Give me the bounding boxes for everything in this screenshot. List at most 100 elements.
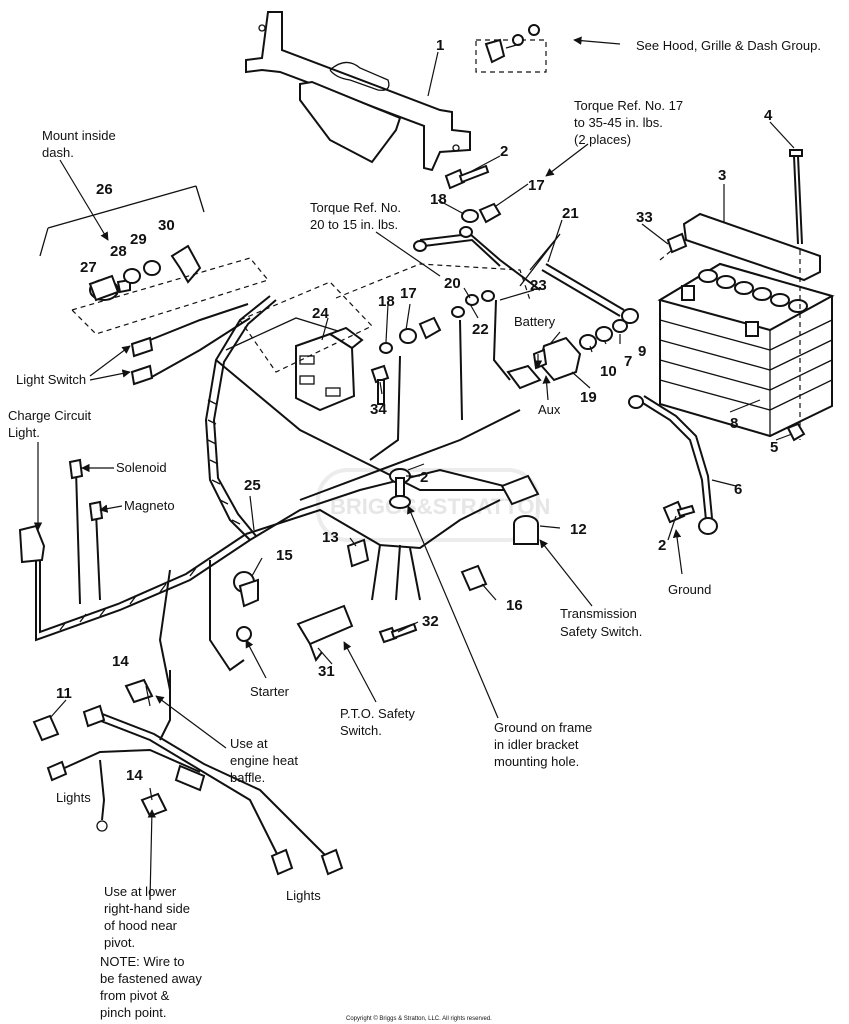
nuts-mid — [370, 316, 442, 405]
diagram-notes: See Hood, Grille & Dash Group. Torque Re… — [8, 38, 821, 1020]
callout-1: 1 — [436, 37, 444, 54]
callout-2: 2 — [500, 143, 508, 160]
battery-cables — [335, 226, 561, 461]
light-switch-label: Light Switch — [16, 372, 86, 387]
harness-plug — [500, 474, 540, 506]
solenoid-label: Solenoid — [116, 460, 167, 475]
callout-20: 20 — [444, 275, 461, 292]
callout-19: 19 — [580, 389, 597, 406]
callout-13: 13 — [322, 529, 339, 546]
callout-10: 10 — [600, 363, 617, 380]
starter-label: Starter — [250, 684, 290, 699]
mount-dash-note-line2: dash. — [42, 145, 74, 160]
callout-6: 6 — [734, 481, 742, 498]
engine-heat-label-line1: Use at — [230, 736, 268, 751]
clip-14-upper — [124, 678, 154, 704]
ground-frame-label-line3: mounting hole. — [494, 754, 579, 769]
torque-17-note-line1: Torque Ref. No. 17 — [574, 98, 683, 113]
charge-circuit-label-line2: Light. — [8, 425, 40, 440]
callout-33: 33 — [636, 209, 653, 226]
copyright-notice: Copyright © Briggs & Stratton, LLC. All … — [346, 1015, 492, 1022]
lower-hood-label-line2: right-hand side — [104, 901, 190, 916]
transmission-label-line2: Safety Switch. — [560, 624, 642, 639]
rod-nut — [786, 422, 806, 442]
pto-label-line1: P.T.O. Safety — [340, 706, 415, 721]
starter-terminal — [236, 626, 252, 642]
callout-32: 32 — [422, 613, 439, 630]
battery-label: Battery — [514, 314, 556, 329]
charge-circuit-label-line1: Charge Circuit — [8, 408, 91, 423]
mount-dash-note-line1: Mount inside — [42, 128, 116, 143]
callout-25: 25 — [244, 477, 261, 494]
lights-label-left: Lights — [56, 790, 91, 805]
nut-17-18-top — [461, 202, 502, 224]
clip-11 — [32, 714, 60, 742]
callout-2: 2 — [420, 469, 428, 486]
callout-11: 11 — [56, 685, 72, 702]
callout-16: 16 — [506, 597, 523, 614]
callout-18: 18 — [430, 191, 447, 208]
callout-22: 22 — [472, 321, 489, 338]
callout-23: 23 — [530, 277, 547, 294]
ground-label: Ground — [668, 582, 711, 597]
wire-note-line2: be fastened away — [100, 971, 202, 986]
bolt-33 — [666, 232, 688, 254]
callout-31: 31 — [318, 663, 335, 680]
lower-hood-label-line3: of hood near — [104, 918, 178, 933]
engine-heat-label-line2: engine heat — [230, 753, 298, 768]
callout-3: 3 — [718, 167, 726, 184]
engine-heat-label-line3: baffle. — [230, 770, 265, 785]
callout-17: 17 — [528, 177, 545, 194]
callout-17: 17 — [400, 285, 417, 302]
solenoid-connector — [68, 458, 84, 480]
see-hood-note: See Hood, Grille & Dash Group. — [636, 38, 821, 53]
magneto-label: Magneto — [124, 498, 175, 513]
callout-34: 34 — [370, 401, 387, 418]
clip-13 — [346, 538, 370, 568]
grommet-15 — [233, 571, 259, 608]
callout-4: 4 — [764, 107, 773, 124]
lights-label-bottom: Lights — [286, 888, 321, 903]
ground-bolt — [662, 500, 696, 524]
callout-7: 7 — [624, 353, 632, 370]
callout-26: 26 — [96, 181, 113, 198]
bolt-2-middle — [389, 468, 411, 509]
aux-label: Aux — [538, 402, 561, 417]
callout-27: 27 — [80, 259, 97, 276]
light-switch-terminals — [130, 336, 154, 386]
callout-29: 29 — [130, 231, 147, 248]
solenoid — [239, 281, 374, 412]
hold-down-rod — [789, 149, 803, 440]
lower-hood-label-line4: pivot. — [104, 935, 135, 950]
pto-safety-switch — [296, 604, 354, 663]
callout-14: 14 — [126, 767, 143, 784]
transmission-label-line1: Transmission — [560, 606, 637, 621]
callout-18: 18 — [378, 293, 395, 310]
transmission-safety-switch — [513, 515, 539, 545]
hood-group-parts — [475, 24, 547, 73]
magneto-connector — [88, 500, 104, 522]
leader-lines — [33, 36, 795, 901]
callout-21: 21 — [562, 205, 579, 222]
ground-frame-label-line1: Ground on frame — [494, 720, 592, 735]
light-switch-assembly — [39, 185, 270, 335]
torque-17-note-line2: to 35-45 in. lbs. — [574, 115, 663, 130]
battery-hold-down — [659, 212, 821, 282]
callout-14: 14 — [112, 653, 129, 670]
torque-20-note-line1: Torque Ref. No. — [310, 200, 401, 215]
lower-hood-label-line1: Use at lower — [104, 884, 177, 899]
wire-note-line3: from pivot & — [100, 988, 170, 1003]
bolt-2-top — [444, 164, 490, 190]
callout-28: 28 — [110, 243, 127, 260]
callout-2: 2 — [658, 537, 666, 554]
part-number-callouts: 1 2 2 2 3 4 5 6 7 8 9 10 11 12 13 14 14 … — [56, 37, 778, 784]
torque-20-note-line2: 20 to 15 in. lbs. — [310, 217, 398, 232]
battery-cable-21 — [541, 263, 639, 324]
callout-12: 12 — [570, 521, 587, 538]
clip-16 — [460, 564, 488, 592]
wiring-harness — [35, 295, 521, 691]
callout-15: 15 — [276, 547, 293, 564]
torque-17-note-line3: (2 places) — [574, 132, 631, 147]
wire-note-line1: NOTE: Wire to — [100, 954, 185, 969]
callout-9: 9 — [638, 343, 646, 360]
